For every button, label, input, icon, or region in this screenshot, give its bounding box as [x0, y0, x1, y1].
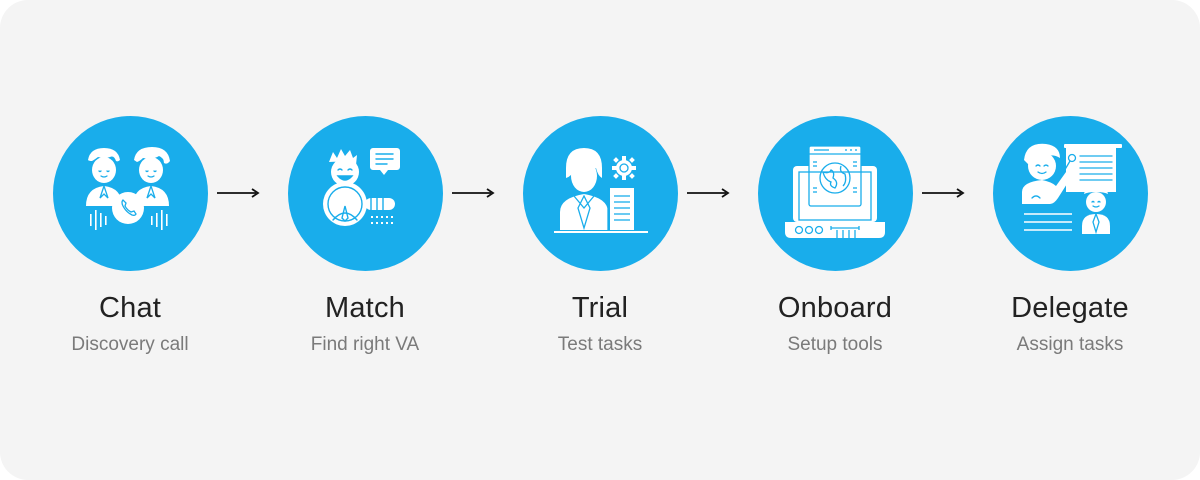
step-title: Chat — [98, 292, 162, 324]
step-delegate-circle — [992, 116, 1148, 271]
step-subtitle: Setup tools — [787, 334, 883, 355]
arrow-right-icon — [686, 186, 730, 200]
step-onboard: Onboard Setup tools — [725, 116, 945, 357]
presenter-board-assign-icon — [1022, 143, 1122, 234]
arrow-right-icon — [451, 186, 495, 200]
step-subtitle: Assign tasks — [1016, 334, 1124, 355]
arrow-right-icon — [216, 186, 260, 200]
step-subtitle: Find right VA — [310, 334, 420, 355]
step-trial: Trial Test tasks — [490, 116, 710, 357]
step-title: Trial — [571, 292, 629, 324]
person-magnifier-search-icon — [323, 147, 400, 226]
step-delegate: Delegate Assign tasks — [960, 116, 1180, 357]
arrow-right-icon — [921, 186, 965, 200]
step-title: Match — [325, 292, 405, 324]
step-match-circle — [287, 116, 443, 271]
step-title: Onboard — [777, 292, 893, 324]
step-chat-circle — [52, 116, 208, 271]
employee-gear-document-icon — [554, 147, 648, 233]
step-match: Match Find right VA — [255, 116, 475, 357]
step-subtitle: Discovery call — [71, 334, 189, 355]
step-subtitle: Test tasks — [557, 334, 643, 355]
step-chat: Chat Discovery call — [20, 116, 240, 357]
people-phone-call-icon — [86, 146, 170, 230]
step-title: Delegate — [1011, 292, 1129, 324]
laptop-globe-browser-icon — [785, 144, 885, 238]
step-trial-circle — [522, 116, 678, 271]
step-onboard-circle — [757, 116, 913, 271]
